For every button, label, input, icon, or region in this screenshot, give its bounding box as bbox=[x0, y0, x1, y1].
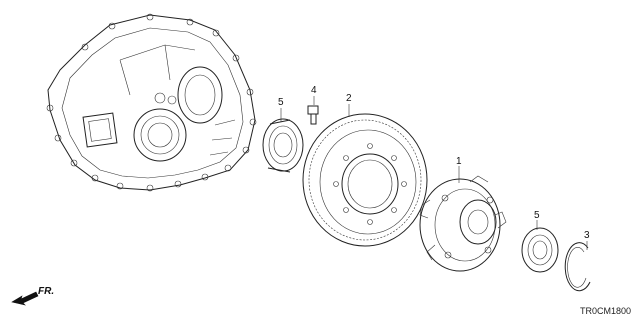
transmission-housing bbox=[46, 13, 257, 192]
callout-4: 4 bbox=[311, 85, 317, 96]
callout-1: 1 bbox=[456, 156, 462, 167]
leader-lines bbox=[280, 96, 588, 250]
callout-5-lower: 5 bbox=[534, 210, 540, 221]
differential-assembly bbox=[419, 175, 507, 272]
callout-3: 3 bbox=[584, 230, 590, 241]
bearing-upper bbox=[262, 118, 304, 173]
callout-5-upper: 5 bbox=[278, 97, 284, 108]
diagram-code: TR0CM1800 bbox=[580, 306, 631, 316]
callout-2: 2 bbox=[346, 93, 352, 104]
front-direction-indicator: FR. bbox=[11, 286, 54, 306]
final-drive-gear bbox=[302, 113, 428, 247]
gear-bolt-holes bbox=[333, 143, 407, 225]
callout-labels: 1 2 3 4 5 5 bbox=[278, 85, 590, 241]
housing-bolts bbox=[46, 13, 257, 192]
bearing-lower bbox=[521, 227, 559, 273]
arrow-icon bbox=[11, 291, 39, 306]
snap-ring bbox=[564, 242, 591, 292]
direction-label: FR. bbox=[38, 286, 54, 297]
bolt bbox=[307, 105, 319, 125]
